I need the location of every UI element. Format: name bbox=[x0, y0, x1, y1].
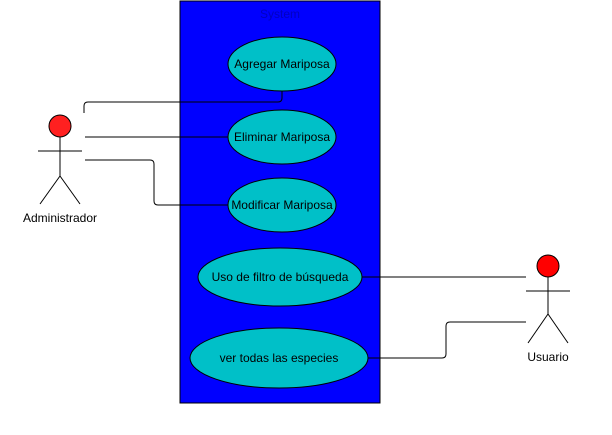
use-case-ellipse bbox=[227, 109, 337, 165]
use-case-label: Eliminar Mariposa bbox=[234, 130, 330, 144]
actor-head bbox=[536, 254, 560, 278]
associations bbox=[83, 91, 526, 359]
use-case-label: Agregar Mariposa bbox=[234, 57, 330, 71]
use-case-ellipse bbox=[227, 177, 337, 233]
actor-usuario[interactable]: Usuario bbox=[526, 254, 570, 364]
association-user-especies[interactable] bbox=[368, 321, 526, 359]
use-case-label: Uso de filtro de búsqueda bbox=[212, 270, 349, 284]
use-case-ellipse bbox=[189, 327, 369, 389]
stick-figure-icon bbox=[526, 254, 570, 344]
use-case-ver-especies[interactable]: ver todas las especies bbox=[189, 327, 369, 389]
stick-figure-icon bbox=[38, 114, 82, 205]
use-case-agregar-mariposa[interactable]: Agregar Mariposa bbox=[227, 36, 337, 92]
use-case-ellipse bbox=[197, 247, 363, 307]
use-case-eliminar-mariposa[interactable]: Eliminar Mariposa bbox=[227, 109, 337, 165]
actor-label: Administrador bbox=[23, 211, 97, 225]
use-case-label: ver todas las especies bbox=[220, 351, 339, 365]
actor-administrador[interactable]: Administrador bbox=[23, 114, 97, 225]
actor-label: Usuario bbox=[527, 350, 569, 364]
association-admin-agregar[interactable] bbox=[83, 91, 283, 113]
use-case-label: Modificar Mariposa bbox=[231, 198, 333, 212]
system-label: System bbox=[260, 7, 300, 21]
use-case-modificar-mariposa[interactable]: Modificar Mariposa bbox=[227, 177, 337, 233]
use-case-filtro-busqueda[interactable]: Uso de filtro de búsqueda bbox=[197, 247, 363, 307]
use-case-ellipse bbox=[227, 36, 337, 92]
association-admin-modificar[interactable] bbox=[85, 159, 228, 206]
actor-head bbox=[48, 114, 72, 138]
